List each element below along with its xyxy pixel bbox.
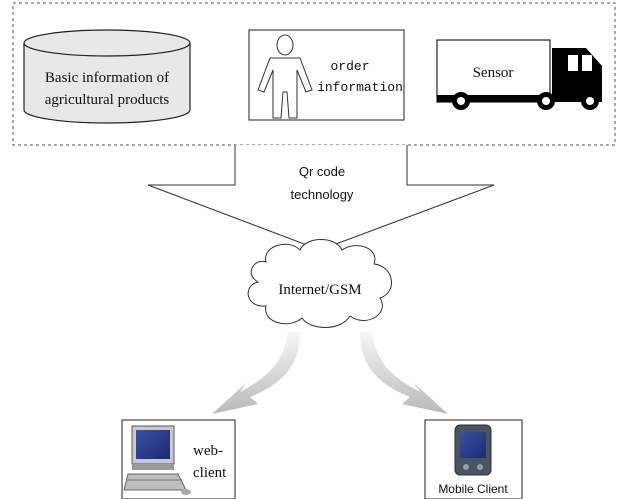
order-information-box <box>248 29 405 121</box>
web-client-label-line1: web- <box>193 443 223 459</box>
person-icon <box>257 34 313 119</box>
database-label-line1: Basic information of <box>45 70 169 86</box>
arrow-to-web-client <box>212 332 300 414</box>
desktop-computer-icon <box>123 425 191 495</box>
funnel-label-line2: technology <box>291 187 354 202</box>
sensor-label: Sensor <box>473 65 514 81</box>
order-label-line1: order <box>330 59 369 74</box>
arrow-to-mobile-client <box>360 332 448 414</box>
order-label-line2: information <box>317 80 403 95</box>
cloud-shape <box>247 239 392 328</box>
cloud-label: Internet/GSM <box>278 282 361 298</box>
pda-device-icon <box>454 424 492 476</box>
truck-icon <box>436 39 602 110</box>
web-client-label-line2: client <box>193 465 227 481</box>
mobile-client-label: Mobile Client <box>438 482 508 496</box>
database-icon <box>23 29 191 124</box>
database-label-line2: agricultural products <box>45 92 170 108</box>
funnel-label-line1: Qr code <box>299 164 345 179</box>
